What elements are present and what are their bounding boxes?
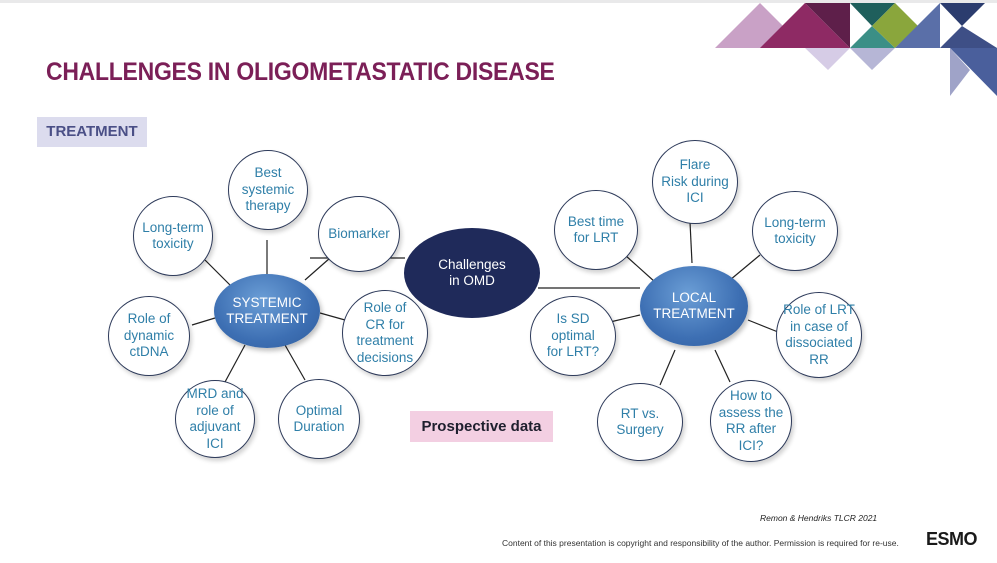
bubble-flare-risk: Flare Risk during ICI <box>652 140 738 224</box>
bubble-assess-rr-after-ici: How to assess the RR after ICI? <box>710 380 792 462</box>
hub-systemic-treatment: SYSTEMIC TREATMENT <box>214 274 320 348</box>
esmo-logo: ESMO <box>926 529 978 549</box>
slide-title: CHALLENGES IN OLIGOMETASTATIC DISEASE <box>46 58 555 86</box>
bubble-dynamic-ctdna: Role of dynamic ctDNA <box>108 296 190 376</box>
bubble-optimal-duration: Optimal Duration <box>278 379 360 459</box>
prospective-data-label: Prospective data <box>410 411 553 442</box>
decorative-triangles <box>715 3 997 96</box>
citation: Remon & Hendriks TLCR 2021 <box>760 513 878 523</box>
bubble-is-sd-optimal: Is SD optimal for LRT? <box>530 296 616 376</box>
bubble-role-of-cr: Role of CR for treatment decisions <box>342 290 428 376</box>
bubble-best-time-for-lrt: Best time for LRT <box>554 190 638 270</box>
bubble-biomarker: Biomarker <box>318 196 400 272</box>
top-bar <box>0 0 997 3</box>
bubble-mrd-adjuvant-ici: MRD and role of adjuvant ICI <box>175 380 255 458</box>
bubble-rt-vs-surgery: RT vs. Surgery <box>597 383 683 461</box>
hub-local-treatment: LOCAL TREATMENT <box>640 266 748 346</box>
section-tag: TREATMENT <box>37 117 147 147</box>
copyright-notice: Content of this presentation is copyrigh… <box>502 538 899 548</box>
bubble-role-of-lrt: Role of LRT in case of dissociated RR <box>776 292 862 378</box>
bubble-best-systemic-therapy: Best systemic therapy <box>228 150 308 230</box>
center-node-challenges: Challenges in OMD <box>404 228 540 318</box>
bubble-local-long-term-toxicity: Long-term toxicity <box>752 191 838 271</box>
bubble-systemic-long-term-toxicity: Long-term toxicity <box>133 196 213 276</box>
